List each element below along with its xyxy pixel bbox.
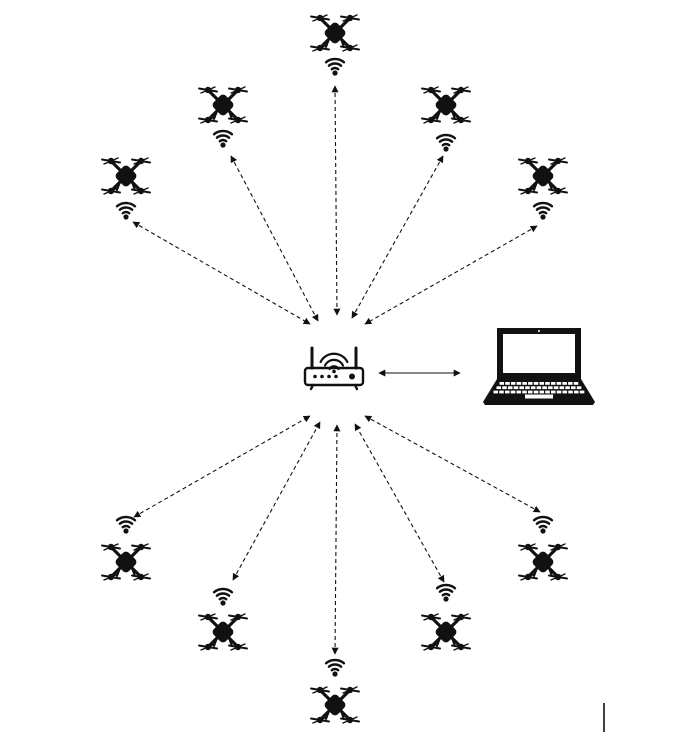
wifi-signal-icon bbox=[532, 201, 554, 220]
links-layer bbox=[132, 85, 541, 655]
quadcopter-drone-icon bbox=[310, 14, 360, 52]
link-drone-upper-right-inner bbox=[351, 155, 444, 319]
wifi-router-icon bbox=[303, 346, 365, 391]
wifi-signal-icon bbox=[115, 515, 137, 534]
wifi-signal-icon bbox=[435, 583, 457, 602]
link-drone-bottom bbox=[331, 424, 341, 655]
wifi-signal-icon bbox=[324, 658, 346, 677]
laptop-keyboard bbox=[493, 382, 585, 394]
quadcopter-drone-icon bbox=[101, 157, 151, 195]
link-drone-upper-right-outer bbox=[364, 225, 538, 325]
link-drone-lower-left-inner bbox=[232, 421, 321, 581]
quadcopter-drone-icon bbox=[198, 86, 248, 124]
link-drone-lower-right-inner bbox=[354, 423, 445, 583]
link-drone-lower-right-outer bbox=[364, 415, 541, 513]
wifi-signal-icon bbox=[212, 129, 234, 148]
wifi-signal-icon bbox=[324, 57, 346, 76]
quadcopter-drone-icon bbox=[198, 613, 248, 651]
quadcopter-drone-icon bbox=[421, 613, 471, 651]
laptop-icon bbox=[483, 328, 595, 405]
quadcopter-drone-icon bbox=[421, 86, 471, 124]
drones-layer bbox=[101, 14, 568, 724]
router-wifi-waves bbox=[319, 352, 349, 371]
quadcopter-drone-icon bbox=[101, 543, 151, 581]
link-drone-lower-left-outer bbox=[133, 415, 311, 518]
quadcopter-drone-icon bbox=[518, 157, 568, 195]
link-drone-upper-left-inner bbox=[230, 155, 319, 322]
quadcopter-drone-icon bbox=[518, 543, 568, 581]
wifi-signal-icon bbox=[435, 133, 457, 152]
link-drone-upper-left-outer bbox=[132, 221, 311, 325]
wifi-signal-icon bbox=[115, 201, 137, 220]
wifi-signal-icon bbox=[212, 587, 234, 606]
quadcopter-drone-icon bbox=[310, 686, 360, 724]
wifi-signal-icon bbox=[532, 515, 554, 534]
link-drone-top bbox=[331, 85, 341, 316]
